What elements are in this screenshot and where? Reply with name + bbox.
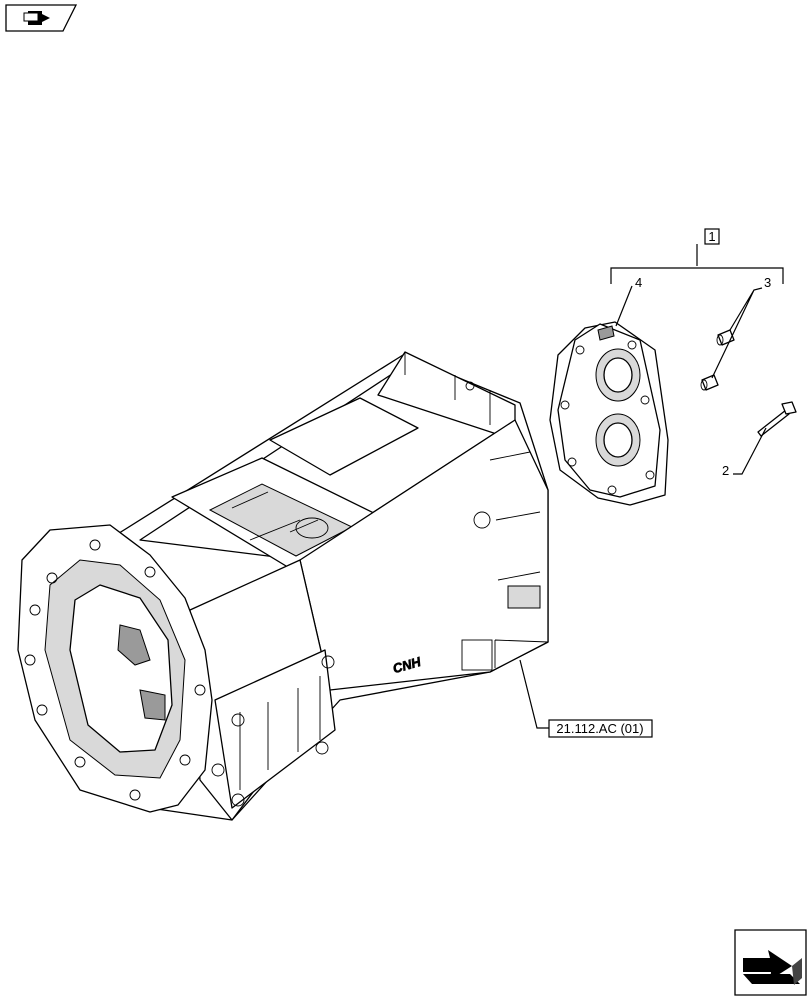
rear-cover-plate xyxy=(549,321,669,506)
callout-2-leader xyxy=(733,427,767,475)
callout-1: 1 xyxy=(610,228,784,284)
callout-1-box xyxy=(704,228,720,245)
next-page-icon[interactable] xyxy=(734,929,807,996)
callout-2-label: 2 xyxy=(722,463,729,478)
callout-1-label: 1 xyxy=(708,229,715,244)
reference-leader xyxy=(519,659,549,729)
bolt xyxy=(757,401,797,437)
reference-box xyxy=(548,719,653,738)
reference-link[interactable]: 21.112.AC (01) xyxy=(519,659,653,738)
callout-3-label: 3 xyxy=(764,275,771,290)
dowel-pin-lower xyxy=(700,374,719,391)
callout-4-leader xyxy=(615,285,633,327)
transmission-housing: CNH xyxy=(17,351,549,821)
callout-3-leader xyxy=(711,287,763,379)
callout-4: 4 xyxy=(615,275,642,327)
callout-4-label: 4 xyxy=(635,275,642,290)
callout-2: 2 xyxy=(722,427,767,478)
callout-1-bracket xyxy=(610,244,784,284)
reference-label[interactable]: 21.112.AC (01) xyxy=(556,721,643,736)
callout-3: 3 xyxy=(711,275,771,379)
previous-page-icon[interactable] xyxy=(5,4,78,32)
